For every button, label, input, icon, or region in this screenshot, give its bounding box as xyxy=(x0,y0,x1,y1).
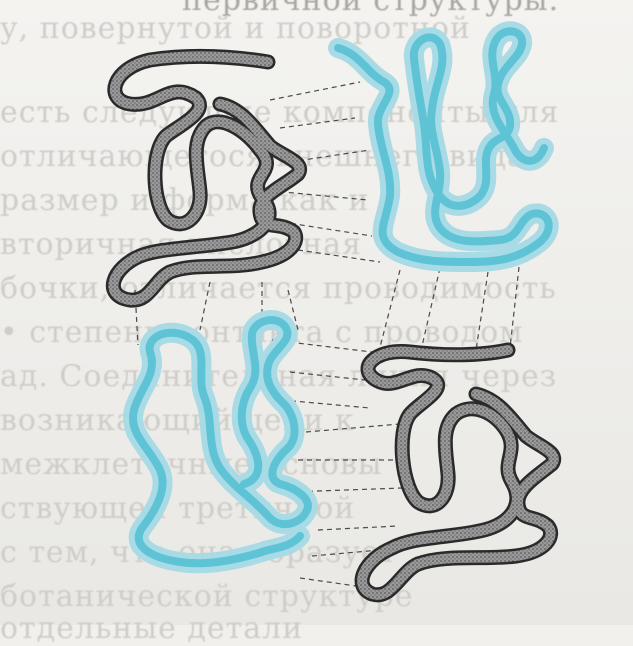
contact-line xyxy=(306,424,400,432)
contact-line xyxy=(420,268,440,355)
quaternary-structure-figure xyxy=(0,0,633,625)
contact-line xyxy=(298,250,380,262)
contact-line xyxy=(280,118,355,128)
dark-subunit-top-left xyxy=(113,56,299,300)
contact-line xyxy=(318,526,398,530)
dark-subunit-bottom-right xyxy=(362,350,554,595)
contact-line xyxy=(270,82,360,100)
blue-subunit-top-right xyxy=(338,31,549,262)
contact-line xyxy=(476,272,488,350)
contact-line xyxy=(290,372,365,380)
contact-line xyxy=(378,270,400,355)
contact-line xyxy=(300,578,356,586)
contact-line xyxy=(510,258,520,348)
contact-line xyxy=(200,282,210,330)
blue-subunit-bottom-left xyxy=(133,320,308,563)
